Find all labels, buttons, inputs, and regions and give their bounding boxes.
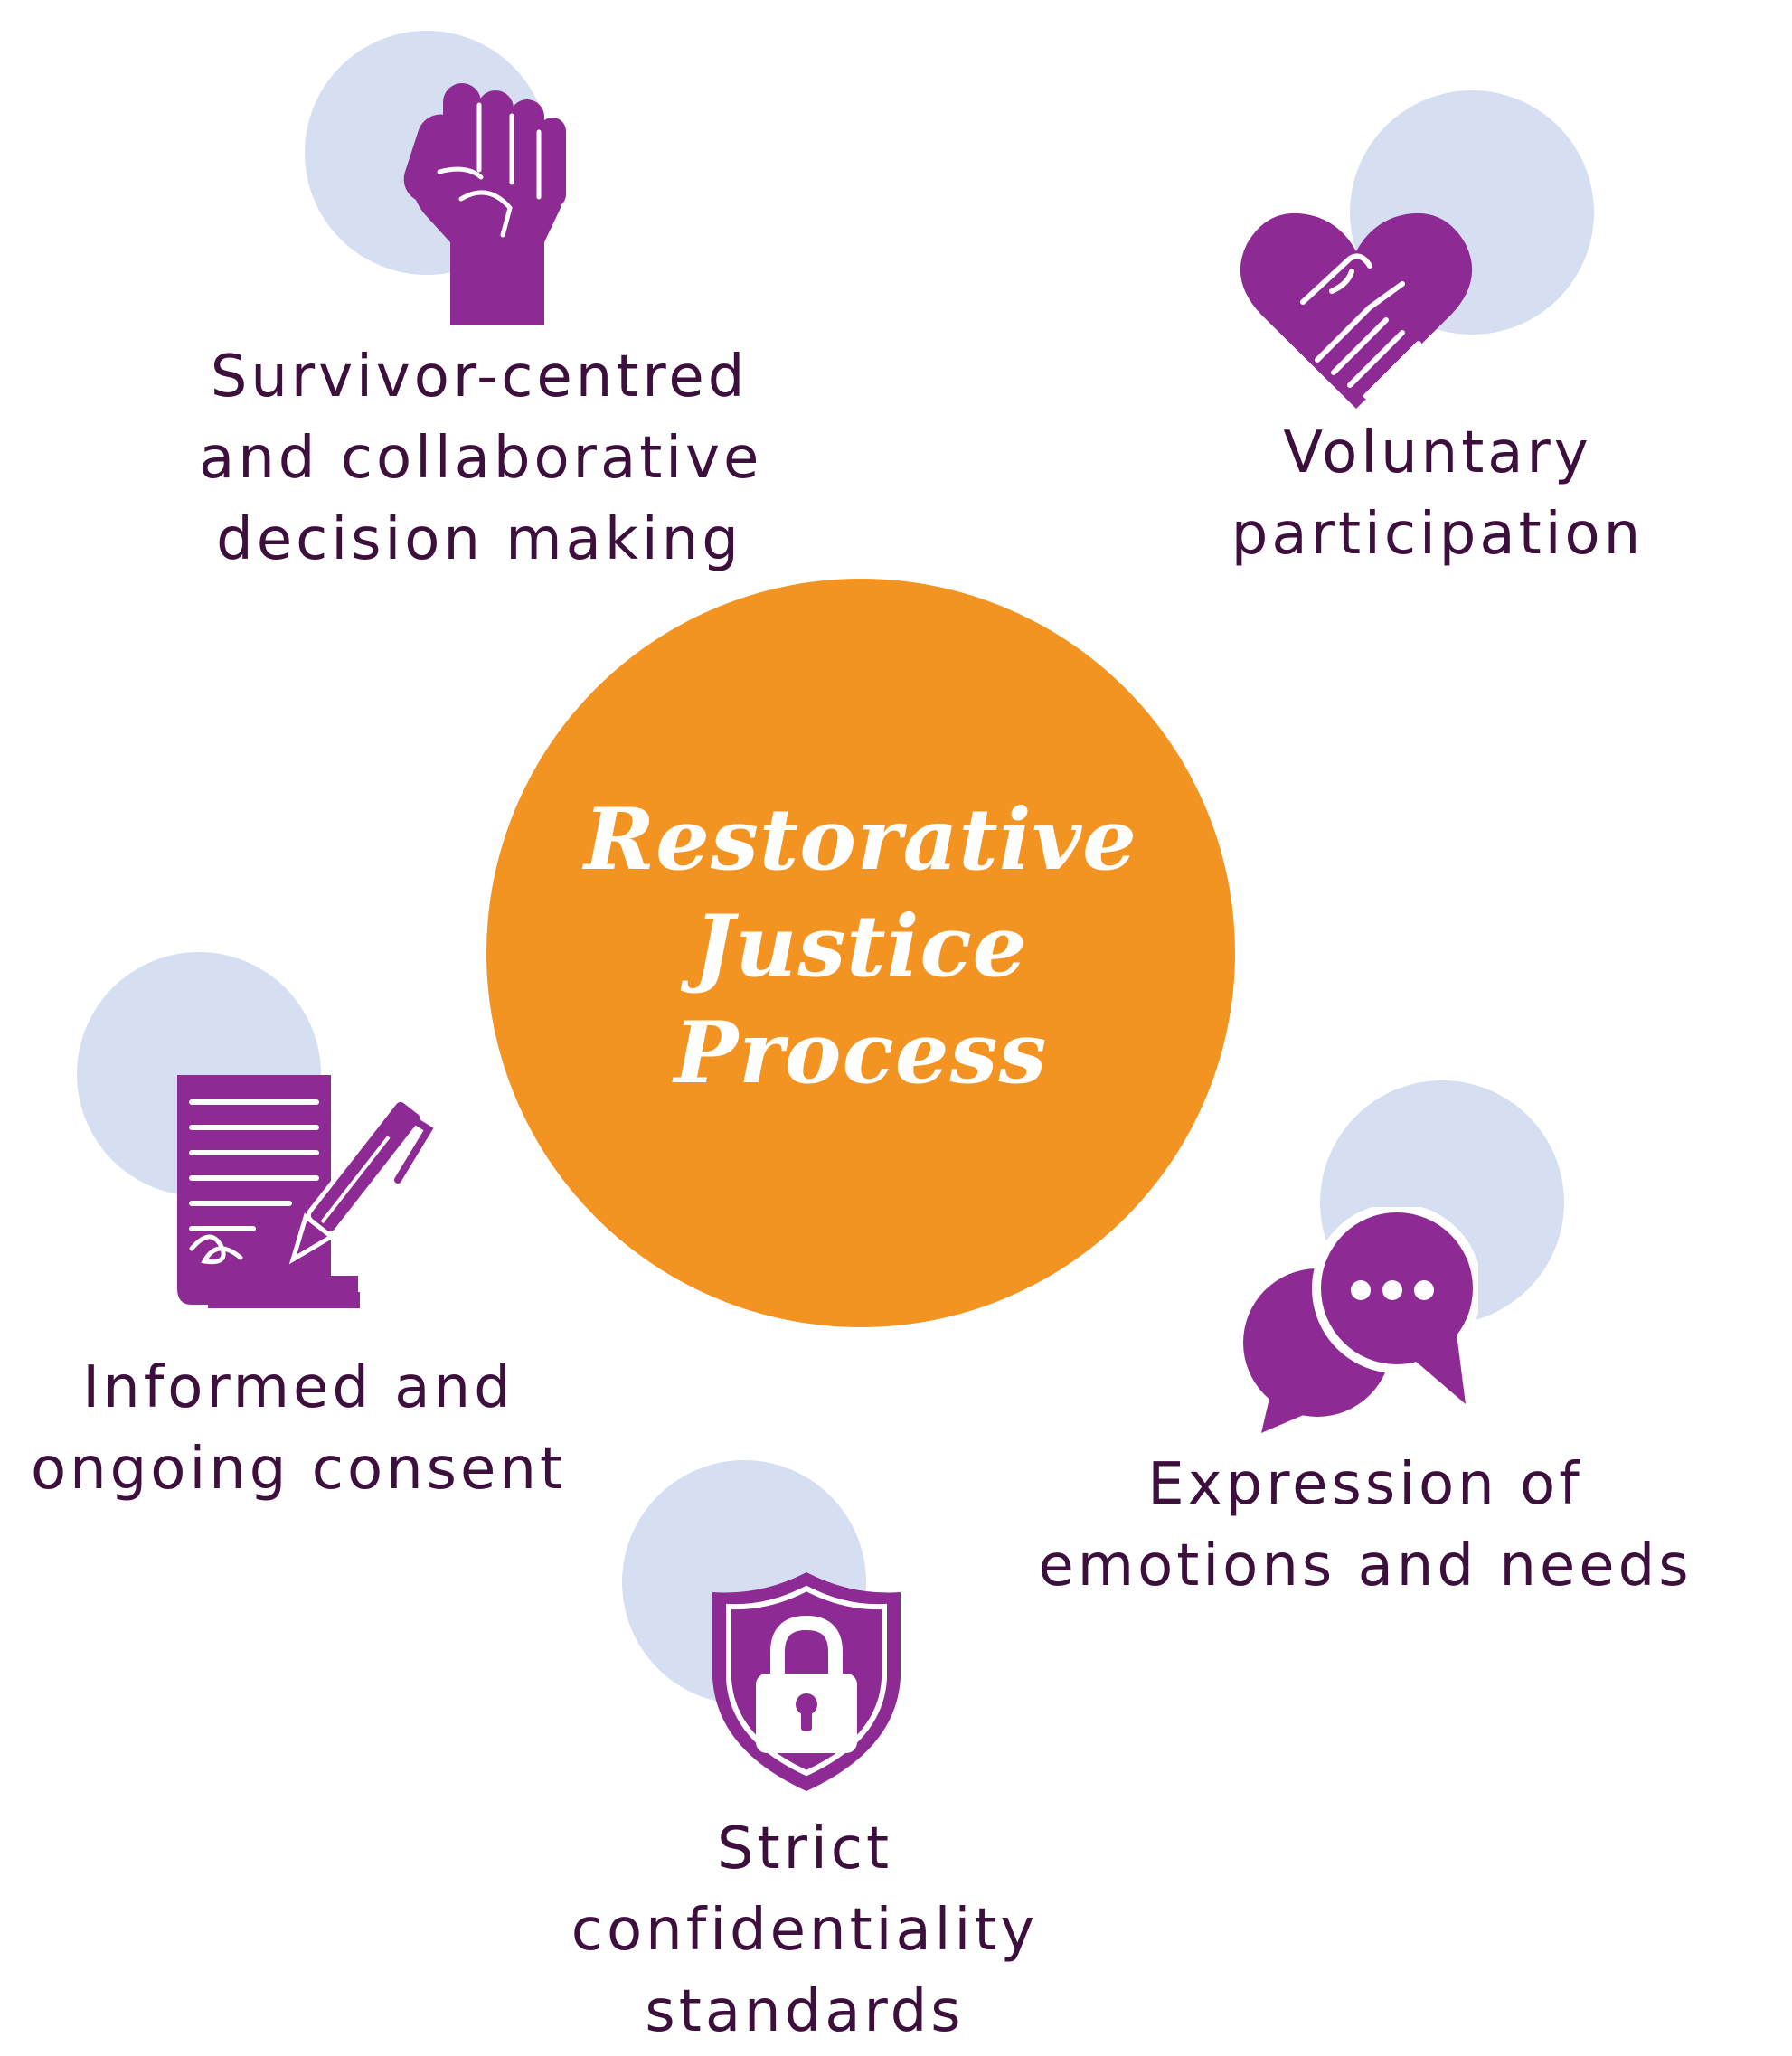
voluntary-label-line: participation bbox=[1231, 501, 1645, 568]
expression-label-line: emotions and needs bbox=[1038, 1533, 1693, 1599]
survivor-label: Survivor-centred and collaborative decis… bbox=[199, 336, 759, 580]
signed-document-pen-icon bbox=[172, 1071, 434, 1316]
survivor-label-line: decision making bbox=[216, 506, 742, 573]
survivor-label-line: Survivor-centred bbox=[210, 344, 749, 410]
shield-lock-icon bbox=[707, 1569, 906, 1795]
consent-label-line: ongoing consent bbox=[30, 1436, 567, 1503]
voluntary-label-line: Voluntary bbox=[1283, 420, 1592, 486]
speech-bubbles-icon bbox=[1243, 1203, 1482, 1438]
center-title: Restorative Justice Process bbox=[584, 787, 1137, 1107]
raised-fist-icon bbox=[389, 63, 570, 325]
center-title-line: Justice bbox=[693, 897, 1028, 996]
confidentiality-label-line: Strict bbox=[716, 1816, 893, 1882]
expression-label: Expression of emotions and needs bbox=[1022, 1444, 1709, 1607]
confidentiality-label-line: confidentiality bbox=[571, 1897, 1039, 1964]
expression-label-line: Expression of bbox=[1147, 1451, 1583, 1518]
consent-label: Informed and ongoing consent bbox=[18, 1347, 579, 1510]
center-title-line: Process bbox=[674, 1004, 1048, 1103]
voluntary-label: Voluntary participation bbox=[1212, 412, 1664, 575]
confidentiality-label: Strict confidentiality standards bbox=[524, 1808, 1085, 2052]
heart-handshake-icon bbox=[1234, 208, 1478, 411]
survivor-label-line: and collaborative bbox=[199, 425, 763, 492]
center-title-line: Restorative bbox=[584, 790, 1137, 890]
consent-label-line: Informed and bbox=[82, 1354, 514, 1421]
confidentiality-label-line: standards bbox=[645, 1978, 965, 2045]
center-circle: Restorative Justice Process bbox=[486, 579, 1235, 1327]
